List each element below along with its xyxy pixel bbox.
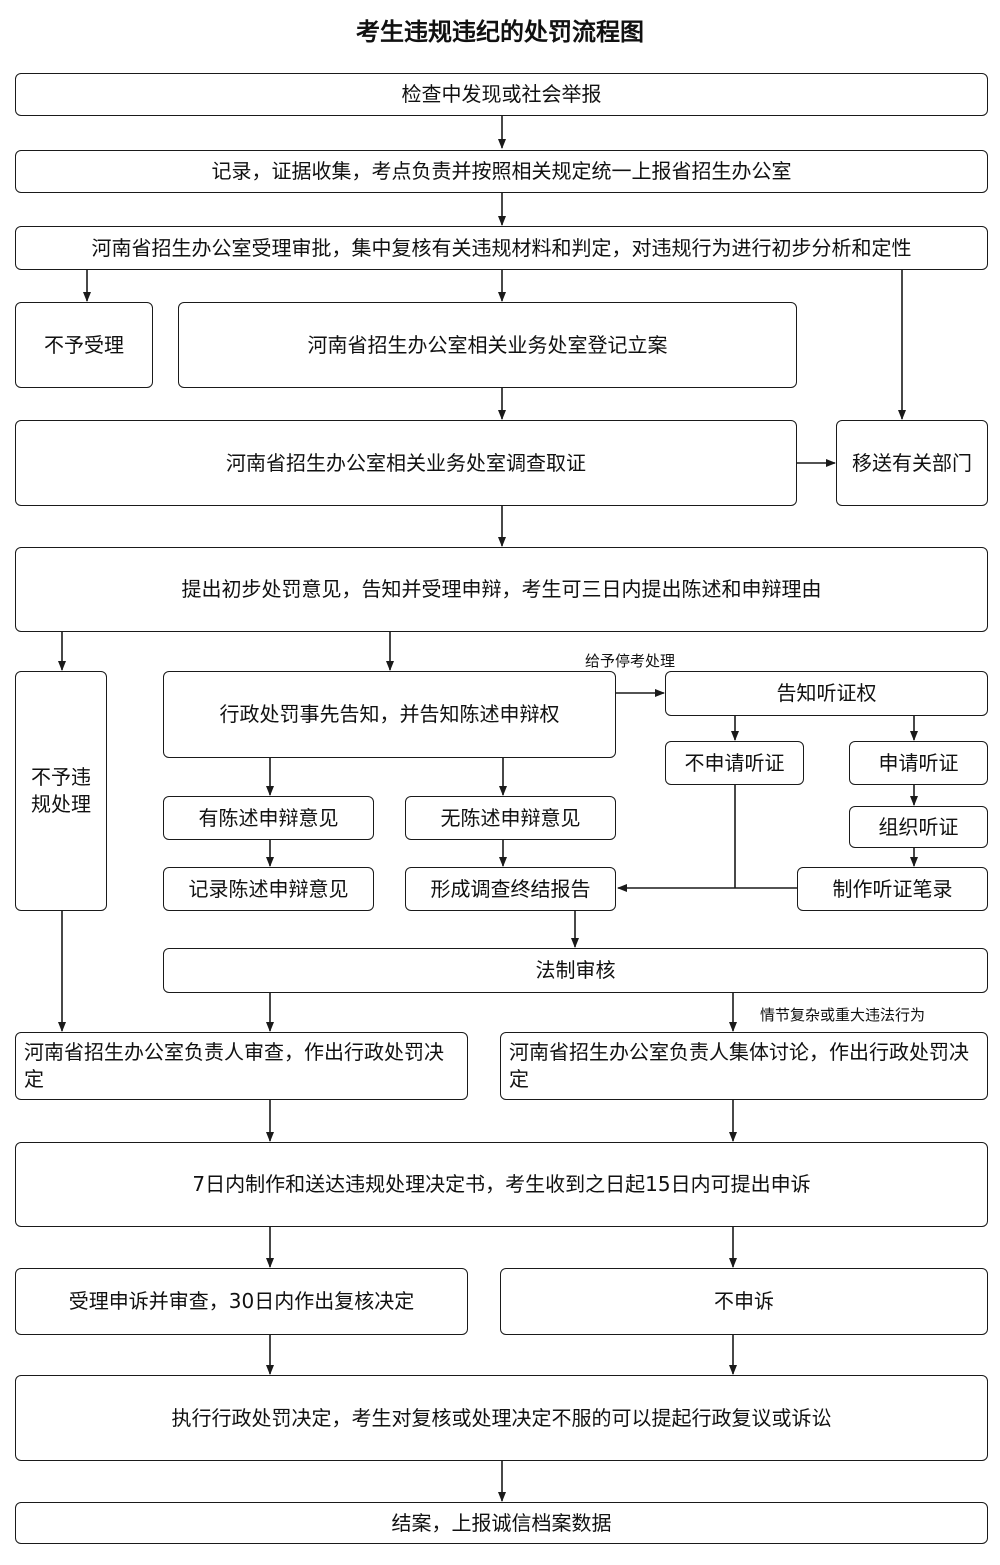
node-label: 申请听证 [878, 750, 959, 775]
node-label: 组织听证 [878, 814, 959, 839]
node-label: 记录陈述申辩意见 [188, 876, 349, 901]
node-label: 提出初步处罚意见，告知并受理申辩，考生可三日内提出陈述和申辩理由 [181, 577, 822, 601]
node-record-evidence: 记录，证据收集，考点负责并按照相关规定统一上报省招生办公室 [15, 150, 988, 193]
node-label: 检查中发现或社会举报 [401, 82, 602, 106]
node-label: 受理申诉并审查，30日内作出复核决定 [68, 1289, 415, 1313]
node-prior-notice: 行政处罚事先告知，并告知陈述申辩权 [163, 671, 616, 758]
node-label: 河南省招生办公室负责人集体讨论，作出行政处罚决定 [509, 1040, 969, 1091]
node-no-violation-handling: 不予违规处理 [15, 671, 107, 911]
node-label: 告知听证权 [776, 681, 877, 705]
node-accept-appeal: 受理申诉并审查，30日内作出复核决定 [15, 1268, 468, 1335]
node-hearing-right: 告知听证权 [665, 671, 988, 716]
node-hearing-transcript: 制作听证笔录 [797, 867, 988, 911]
node-close-case: 结案，上报诚信档案数据 [15, 1502, 988, 1544]
node-label: 执行行政处罚决定，考生对复核或处理决定不服的可以提起行政复议或诉讼 [171, 1405, 832, 1430]
node-label: 有陈述申辩意见 [198, 805, 339, 830]
node-label: 移送有关部门 [852, 450, 972, 475]
node-not-accepted: 不予受理 [15, 302, 153, 388]
node-label: 不申诉 [714, 1289, 774, 1313]
note-suspend-exam: 给予停考处理 [585, 652, 676, 670]
node-deliver-decision: 7日内制作和送达违规处理决定书，考生收到之日起15日内可提出申诉 [15, 1142, 988, 1227]
node-label: 河南省招生办公室受理审批，集中复核有关违规材料和判定，对违规行为进行初步分析和定… [91, 235, 912, 260]
node-label: 河南省招生办公室相关业务处室登记立案 [307, 332, 668, 357]
node-transfer-department: 移送有关部门 [836, 420, 988, 506]
page-title: 考生违规违纪的处罚流程图 [356, 18, 644, 46]
node-record-statement: 记录陈述申辩意见 [163, 867, 374, 911]
node-no-appeal: 不申诉 [500, 1268, 988, 1335]
node-label: 河南省招生办公室负责人审查，作出行政处罚决定 [24, 1040, 444, 1091]
node-organize-hearing: 组织听证 [849, 806, 988, 848]
node-investigate: 河南省招生办公室相关业务处室调查取证 [15, 420, 797, 506]
node-label: 无陈述申辩意见 [440, 805, 581, 830]
node-label: 不予受理 [44, 332, 124, 357]
node-label: 结案，上报诚信档案数据 [391, 1510, 612, 1535]
node-review-approval: 河南省招生办公室受理审批，集中复核有关违规材料和判定，对违规行为进行初步分析和定… [15, 226, 988, 270]
node-hearing-request: 申请听证 [849, 741, 988, 785]
node-label: 不予违规处理 [31, 765, 91, 816]
node-label: 不申请听证 [684, 750, 785, 775]
node-label: 行政处罚事先告知，并告知陈述申辩权 [219, 702, 560, 726]
node-no-statement: 无陈述申辩意见 [405, 796, 616, 840]
node-final-report: 形成调查终结报告 [405, 867, 616, 911]
node-has-statement: 有陈述申辩意见 [163, 796, 374, 840]
node-label: 形成调查终结报告 [430, 876, 591, 901]
node-register-case: 河南省招生办公室相关业务处室登记立案 [178, 302, 797, 388]
node-label: 法制审核 [535, 958, 616, 982]
node-collective-decision: 河南省招生办公室负责人集体讨论，作出行政处罚决定 [500, 1032, 988, 1100]
node-legal-review: 法制审核 [163, 948, 988, 993]
node-label: 河南省招生办公室相关业务处室调查取证 [226, 450, 586, 475]
node-report-source: 检查中发现或社会举报 [15, 73, 988, 116]
node-preliminary-penalty: 提出初步处罚意见，告知并受理申辩，考生可三日内提出陈述和申辩理由 [15, 547, 988, 632]
node-label: 记录，证据收集，考点负责并按照相关规定统一上报省招生办公室 [211, 159, 792, 183]
node-label: 制作听证笔录 [832, 876, 953, 901]
note-complex-case: 情节复杂或重大违法行为 [760, 1006, 926, 1024]
node-label: 7日内制作和送达违规处理决定书，考生收到之日起15日内可提出申诉 [192, 1172, 811, 1196]
node-no-hearing-request: 不申请听证 [665, 741, 804, 785]
node-execute-penalty: 执行行政处罚决定，考生对复核或处理决定不服的可以提起行政复议或诉讼 [15, 1375, 988, 1461]
node-head-decision: 河南省招生办公室负责人审查，作出行政处罚决定 [15, 1032, 468, 1100]
